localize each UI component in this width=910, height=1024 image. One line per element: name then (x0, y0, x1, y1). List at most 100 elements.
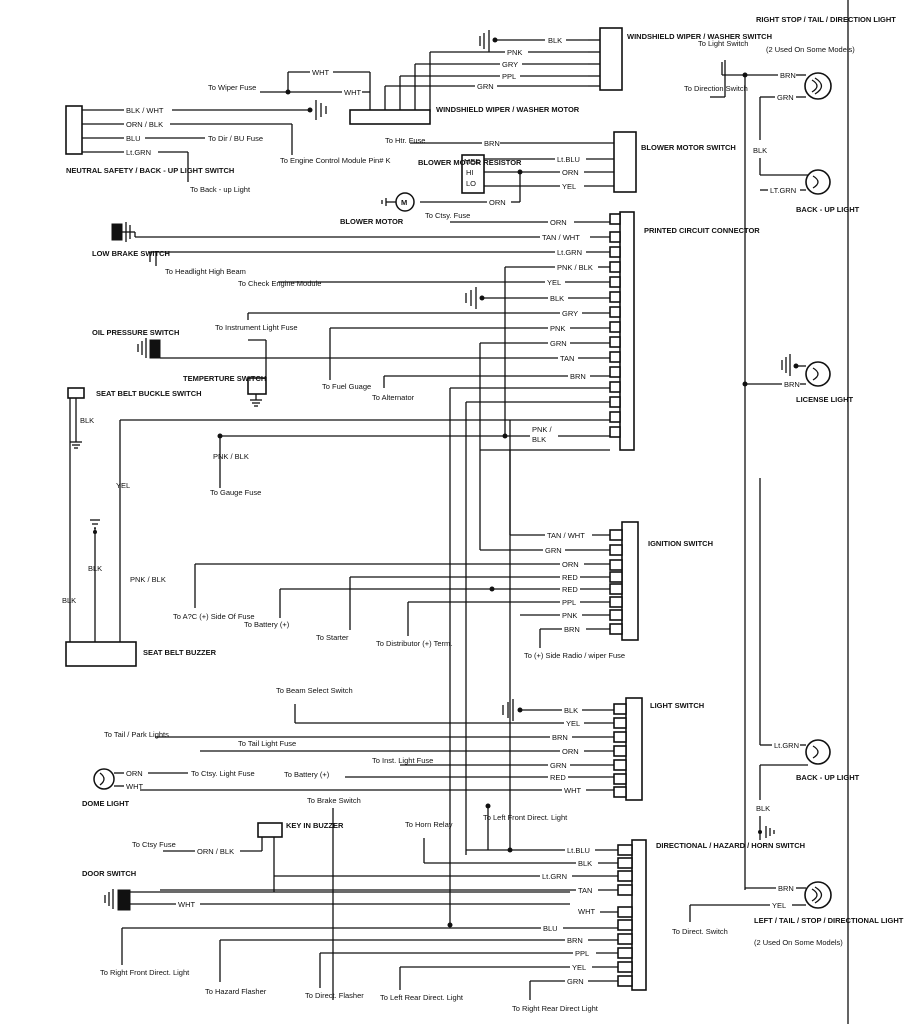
right-stop-title: RIGHT STOP / TAIL / DIRECTION LIGHT (756, 15, 896, 24)
wire-label: YEL (772, 901, 786, 910)
wire-label: BRN (784, 380, 800, 389)
horn-relay-label: To Horn Relay (405, 820, 453, 829)
dome-light-title: DOME LIGHT (82, 799, 129, 808)
wire-label: ORN / BLK (126, 120, 163, 129)
battery-ign-label: To Battery (+) (244, 620, 290, 629)
left-rear-label: To Left Rear Direct. Light (380, 993, 464, 1002)
ground-icon (315, 100, 327, 120)
pcc-title: PRINTED CIRCUIT CONNECTOR (644, 226, 760, 235)
neutral-safety-switch (65, 105, 83, 155)
directional-switch-group: DIRECTIONAL / HAZARD / HORN SWITCH To Le… (100, 420, 805, 1013)
license-title: LICENSE LIGHT (796, 395, 854, 404)
wire-label: ORN (489, 198, 506, 207)
left-front-label: To Left Front Direct. Light (483, 813, 568, 822)
wire-label: BLK (62, 596, 76, 605)
seat-belt-buzzer (65, 641, 137, 667)
ground-icon (502, 699, 514, 721)
wire-label: WHT (178, 900, 195, 909)
ignition-switch (621, 521, 639, 641)
wire-label: TAN / WHT (542, 233, 580, 242)
wire-label: BRN (552, 733, 568, 742)
neutral-safety-group: NEUTRAL SAFETY / BACK - UP LIGHT SWITCH … (65, 100, 390, 194)
wire-label: BRN (564, 625, 580, 634)
low-brake-title: LOW BRAKE SWITCH (92, 249, 170, 258)
ignition-switch-group: IGNITION SWITCH TAN / WHT GRN ORN To A?C… (173, 450, 713, 660)
distributor-label: To Distributor (+) Term. (376, 639, 452, 648)
ground-icon (465, 287, 477, 309)
low-brake-group: LOW BRAKE SWITCH (92, 222, 170, 258)
wire-label: Lt.BLU (557, 155, 580, 164)
light-switch-group: LIGHT SWITCH BLK To Beam Select Switch Y… (104, 686, 704, 801)
beam-select-label: To Beam Select Switch (276, 686, 353, 695)
wire-label: PPL (575, 949, 589, 958)
blower-motor-resistor (461, 154, 485, 194)
blower-switch-title: BLOWER MOTOR SWITCH (641, 143, 736, 152)
wire-label: PPL (502, 72, 516, 81)
wire-label: PNK / (532, 425, 553, 434)
wire-label: PNK (507, 48, 522, 57)
wire-label: TAN / WHT (547, 531, 585, 540)
htr-fuse-label: To Htr. Fuse (385, 136, 425, 145)
wire-label: Lt.GRN (542, 872, 567, 881)
brake-switch-label: To Brake Switch (307, 796, 361, 805)
starter-label: To Starter (316, 633, 349, 642)
wire-label: ORN / BLK (197, 847, 234, 856)
wire-label: BLK (80, 416, 94, 425)
wire-label: Lt.BLU (567, 846, 590, 855)
door-switch-group: DOOR SWITCH WHT (82, 869, 570, 911)
oil-pressure-title: OIL PRESSURE SWITCH (92, 328, 179, 337)
wiper-motor (349, 109, 431, 125)
wire-label: GRN (550, 339, 567, 348)
wire-label: BLK (753, 146, 767, 155)
direction-switch-r-label: To Direction Switch (684, 84, 748, 93)
wire-label: BLK (548, 36, 562, 45)
wire-label: PNK / BLK (130, 575, 166, 584)
wire-label: GRY (562, 309, 578, 318)
wire-label: WHT (344, 88, 361, 97)
wire-label: BLK (550, 294, 564, 303)
wire-label: ORN (550, 218, 567, 227)
battery-light-label: To Battery (+) (284, 770, 330, 779)
ground-icon (479, 30, 490, 52)
wire-label: LT.GRN (770, 186, 796, 195)
key-in-buzzer-title: KEY IN BUZZER (286, 821, 344, 830)
check-engine-label: To Check Engine Module (238, 279, 321, 288)
blower-motor: M (381, 192, 415, 212)
wire-label: BLK / WHT (126, 106, 164, 115)
directional-title: DIRECTIONAL / HAZARD / HORN SWITCH (656, 841, 805, 850)
wire-label: RED (550, 773, 566, 782)
wire-label: GRN (545, 546, 562, 555)
gauge-fuse-label: To Gauge Fuse (210, 488, 261, 497)
blower-motor-title: BLOWER MOTOR (340, 217, 404, 226)
bulb-icon (804, 72, 832, 100)
wire-label: ORN (562, 747, 579, 756)
wire-label: RED (562, 585, 578, 594)
windshield-switch-title: WINDSHIELD WIPER / WASHER SWITCH (627, 32, 772, 41)
bulb-icon (805, 739, 831, 765)
wire-label: WHT (564, 786, 581, 795)
resistor-step: HI (466, 168, 474, 177)
wire-label: PPL (562, 598, 576, 607)
ctsy-fuse-label: To Ctsy. Fuse (425, 211, 470, 220)
blower-motor-switch (613, 131, 637, 193)
wire-label: TAN (578, 886, 592, 895)
wiper-fuse-wires: WHT WHT To Wiper Fuse (208, 68, 371, 112)
directional-switch (631, 839, 647, 991)
wire-label: PNK / BLK (557, 263, 593, 272)
dome-light-group: ORN To Ctsy. Light Fuse WHT DOME LIGHT (82, 768, 255, 808)
wire-label: BRN (778, 884, 794, 893)
left-tail-title: LEFT / TAIL / STOP / DIRECTIONAL LIGHT (754, 916, 904, 925)
wiper-motor-title: WINDSHIELD WIPER / WASHER MOTOR (436, 105, 580, 114)
printed-circuit-connector (619, 211, 635, 451)
seat-belt-group: SEAT BELT BUCKLE SWITCH BLK BLK BLK PNK … (62, 387, 217, 667)
ctsy-fuse-key-label: To Ctsy Fuse (132, 840, 176, 849)
wire-label: Lt.GRN (126, 148, 151, 157)
wiper-motor-group: WINDSHIELD WIPER / WASHER MOTOR (349, 105, 580, 125)
right-side-lights: RIGHT STOP / TAIL / DIRECTION LIGHT (2 U… (672, 15, 904, 947)
alternator-label: To Alternator (372, 393, 415, 402)
wire-label: GRN (567, 977, 584, 986)
door-switch-title: DOOR SWITCH (82, 869, 136, 878)
ecm-label: To Engine Control Module Pin# K (280, 156, 390, 165)
light-switch-r-label: To Light Switch (698, 39, 748, 48)
